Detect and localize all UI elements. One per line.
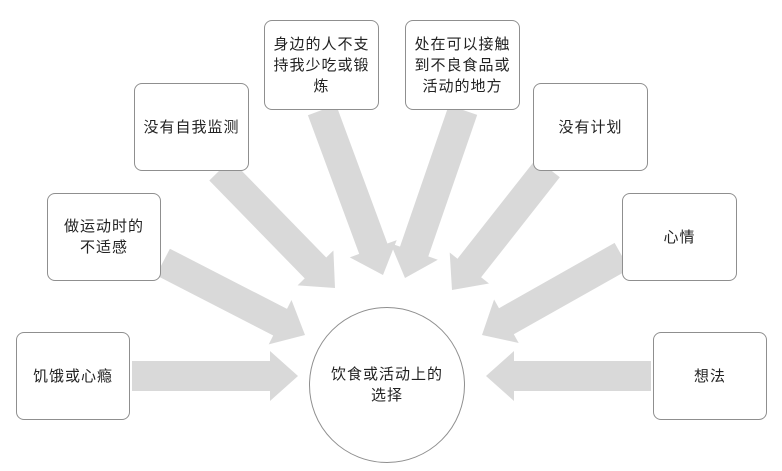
center-choice-circle: 饮食或活动上的选择: [309, 307, 465, 463]
factor-thoughts: 想法: [653, 332, 767, 420]
arrow-no-plan: [449, 158, 560, 290]
factor-no-support-label: 身边的人不支持我少吃或锻炼: [273, 34, 370, 95]
arrow-bad-environment: [390, 105, 478, 278]
factor-discomfort-label: 做运动时的不适感: [63, 217, 144, 256]
factor-hunger: 饥饿或心瘾: [16, 332, 130, 420]
factor-no-support: 身边的人不支持我少吃或锻炼: [264, 20, 379, 110]
center-choice-label: 饮食或活动上的选择: [330, 365, 443, 404]
factor-hunger-label: 饥饿或心瘾: [32, 366, 113, 385]
arrow-discomfort: [156, 248, 305, 345]
factor-thoughts-label: 想法: [693, 366, 726, 385]
factor-mood: 心情: [622, 193, 737, 281]
factor-bad-environment-label: 处在可以接触到不良食品或活动的地方: [414, 34, 511, 95]
factor-no-plan-label: 没有计划: [558, 117, 623, 136]
arrow-no-self-monitoring: [209, 159, 335, 288]
factor-discomfort: 做运动时的不适感: [47, 193, 161, 281]
arrow-mood: [482, 242, 630, 343]
arrow-hunger: [132, 351, 298, 401]
factor-no-plan: 没有计划: [533, 83, 648, 171]
factor-no-self-monitoring: 没有自我监测: [134, 83, 249, 171]
factor-no-self-monitoring-label: 没有自我监测: [143, 117, 240, 136]
factor-bad-environment: 处在可以接触到不良食品或活动的地方: [405, 20, 520, 110]
arrow-no-support: [307, 104, 397, 275]
arrow-thoughts: [486, 351, 651, 401]
factor-mood-label: 心情: [663, 227, 696, 246]
